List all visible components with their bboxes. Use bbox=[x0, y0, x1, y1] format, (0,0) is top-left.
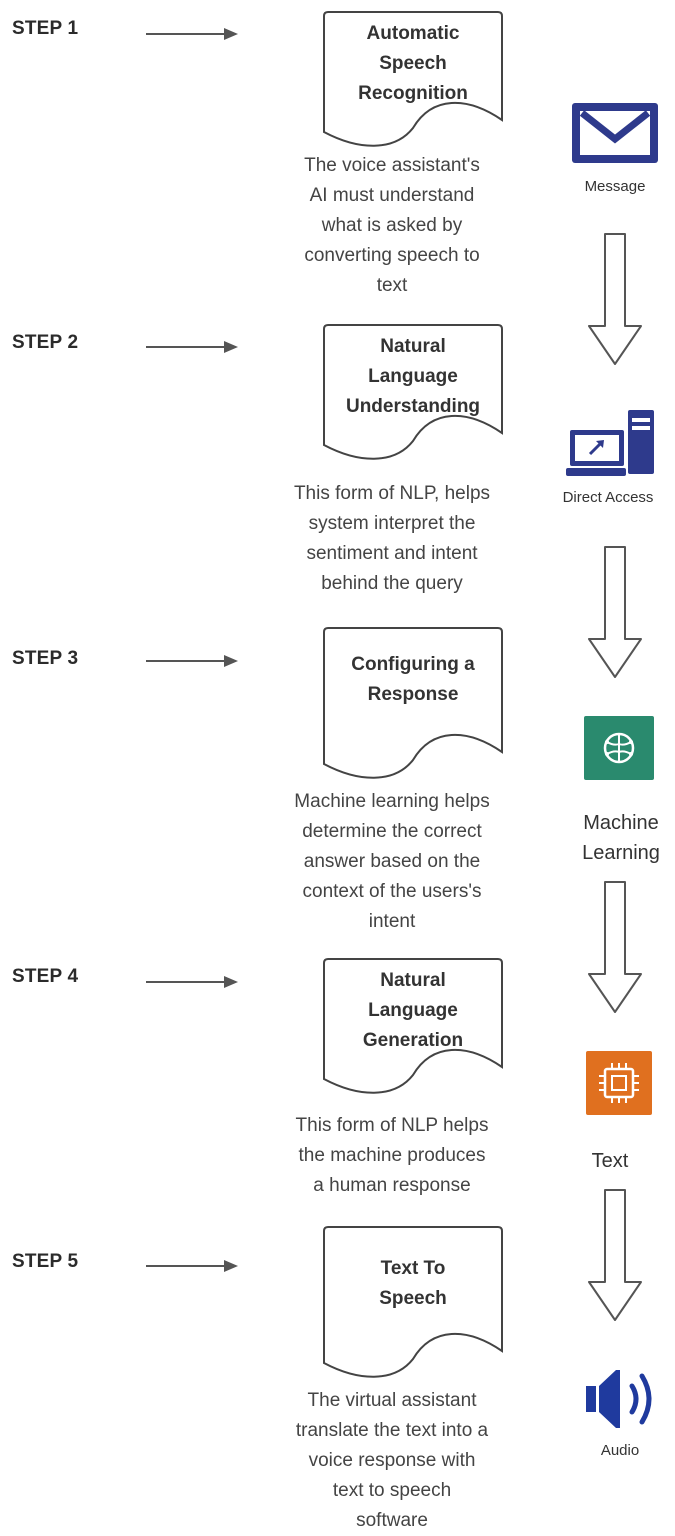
down-arrow-4 bbox=[588, 1189, 642, 1321]
speaker-label: Audio bbox=[600, 1442, 640, 1459]
chip-label: Text bbox=[591, 1150, 629, 1172]
step-1-label: STEP 1 bbox=[12, 18, 79, 39]
computer-icon bbox=[566, 410, 654, 476]
step-2-arrow bbox=[146, 341, 238, 353]
step-1-arrow bbox=[146, 28, 238, 40]
step-4-arrow bbox=[146, 976, 238, 988]
step-3-arrow bbox=[146, 655, 238, 667]
step-5-label: STEP 5 bbox=[12, 1251, 79, 1272]
step-3-label: STEP 3 bbox=[12, 648, 79, 669]
down-arrow-2 bbox=[588, 546, 642, 678]
computer-label: Direct Access bbox=[562, 489, 654, 506]
step-2-label: STEP 2 bbox=[12, 332, 79, 353]
envelope-label: Message bbox=[584, 178, 646, 195]
step-4-label: STEP 4 bbox=[12, 966, 79, 987]
envelope-icon bbox=[572, 103, 658, 163]
chip-icon bbox=[586, 1051, 652, 1115]
brain-icon bbox=[584, 716, 654, 780]
step-5-arrow bbox=[146, 1260, 238, 1272]
speaker-icon bbox=[586, 1370, 652, 1428]
down-arrow-3 bbox=[588, 881, 642, 1013]
down-arrow-1 bbox=[588, 233, 642, 365]
